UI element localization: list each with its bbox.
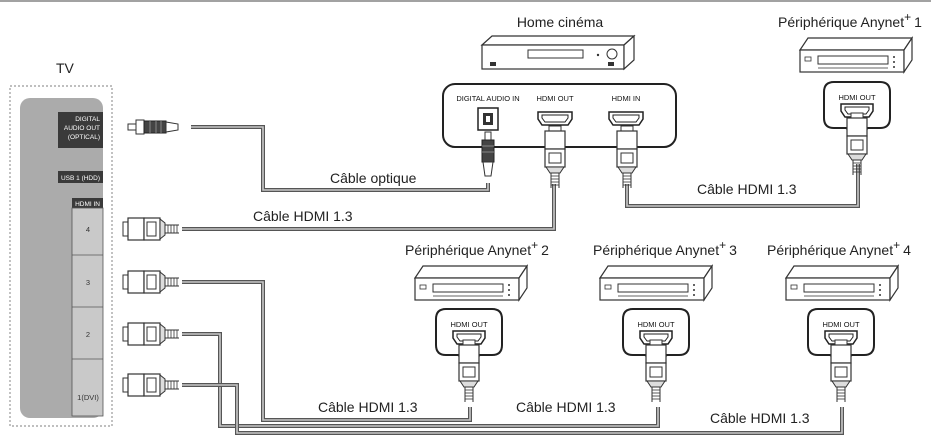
hdmi-cable-dev2-label: Câble HDMI 1.3 bbox=[318, 399, 418, 415]
hc-port-hdmi-in: HDMI IN bbox=[612, 94, 641, 103]
tv-optical-plug bbox=[127, 119, 179, 135]
device-1-title: Périphérique Anynet+1 bbox=[778, 10, 922, 30]
hdmi-in-label: HDMI IN bbox=[75, 201, 100, 208]
tv-hdmi-plug-1 bbox=[122, 373, 180, 397]
tv-panel: TV DIGITAL AUDIO OUT (OPTICAL) USB 1 (HD… bbox=[9, 60, 113, 427]
usb-port bbox=[58, 171, 103, 183]
hc-hdmi-out-plug bbox=[544, 125, 566, 189]
tv-outline bbox=[9, 85, 113, 427]
device-3-port: HDMI OUT bbox=[637, 320, 674, 329]
optical-port-label-1: DIGITAL bbox=[75, 116, 100, 123]
hc-hdmi-in-plug bbox=[616, 125, 638, 189]
device-2: Périphérique Anynet+2 HDMI OUT bbox=[405, 238, 549, 403]
device-4-port: HDMI OUT bbox=[822, 320, 859, 329]
hdmi-port-2: 2 bbox=[86, 330, 90, 339]
tv-hdmi-plug-3 bbox=[122, 270, 180, 294]
cable-labels: Câble optique Câble HDMI 1.3 Câble HDMI … bbox=[253, 170, 810, 426]
hdmi-in-header bbox=[72, 198, 103, 208]
hdmi-cable-dev3-label: Câble HDMI 1.3 bbox=[516, 399, 616, 415]
tv-hdmi-plug-2 bbox=[122, 322, 180, 346]
device-2-plug bbox=[458, 339, 480, 403]
device-3-title: Périphérique Anynet+3 bbox=[593, 238, 737, 258]
hdmi-cable-dev4-label: Câble HDMI 1.3 bbox=[710, 410, 810, 426]
hc-port-hdmi-out: HDMI OUT bbox=[536, 94, 573, 103]
home-cinema-title: Home cinéma bbox=[517, 14, 604, 30]
hdmi-cable-hc-dev1-label: Câble HDMI 1.3 bbox=[697, 181, 797, 197]
optical-port-label-3: (OPTICAL) bbox=[68, 134, 100, 141]
hdmi-port-1-dvi: 1(DVI) bbox=[77, 393, 99, 402]
device-4: Périphérique Anynet+4 HDMI OUT bbox=[767, 238, 911, 403]
optical-port-label-2: AUDIO OUT bbox=[64, 125, 100, 132]
device-1-plug bbox=[846, 112, 868, 176]
device-4-plug bbox=[830, 339, 852, 403]
hdmi-port-4: 4 bbox=[86, 225, 90, 234]
tv-hdmi-plug-4 bbox=[122, 217, 180, 241]
hdmi-ports-block bbox=[71, 207, 104, 417]
cables bbox=[182, 125, 860, 435]
hc-port-digital-audio-in: DIGITAL AUDIO IN bbox=[456, 94, 519, 103]
optical-cable-label: Câble optique bbox=[330, 170, 417, 186]
device-2-title: Périphérique Anynet+2 bbox=[405, 238, 549, 258]
device-3: Périphérique Anynet+3 HDMI OUT bbox=[593, 238, 737, 403]
tv-label: TV bbox=[56, 60, 75, 76]
device-2-port: HDMI OUT bbox=[450, 320, 487, 329]
device-1-port: HDMI OUT bbox=[838, 93, 875, 102]
device-3-plug bbox=[645, 339, 667, 403]
usb-port-label: USB 1 (HDD) bbox=[61, 175, 100, 182]
device-1: Périphérique Anynet+1 HDMI OUT bbox=[778, 10, 922, 176]
optical-port bbox=[58, 112, 103, 148]
device-4-title: Périphérique Anynet+4 bbox=[767, 238, 911, 258]
hdmi-port-3: 3 bbox=[86, 278, 90, 287]
hdmi-cable-tv-hc-label: Câble HDMI 1.3 bbox=[253, 208, 353, 224]
